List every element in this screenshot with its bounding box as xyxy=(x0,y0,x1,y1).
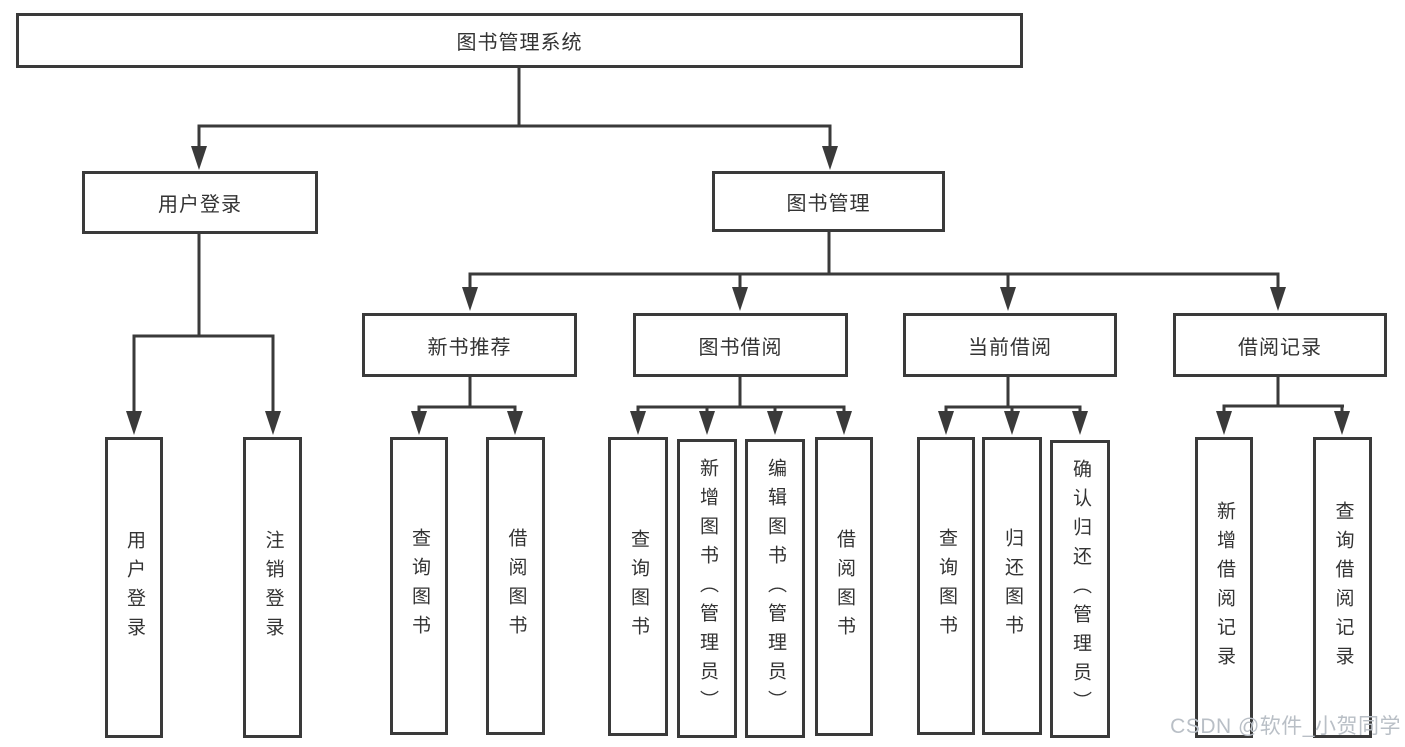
leaf-label: 注销登录 xyxy=(262,529,284,646)
node-label: 用户登录 xyxy=(158,194,242,216)
leaf-label: 用户登录 xyxy=(123,529,145,646)
node-library-management-system: 图书管理系统 xyxy=(16,13,1023,68)
leaf-edit-books-admin: 编辑图书（管理员） xyxy=(745,439,805,738)
node-label: 当前借阅 xyxy=(968,336,1052,359)
leaf-borrow-books-recommend: 借阅图书 xyxy=(486,437,545,735)
node-current-borrowing: 当前借阅 xyxy=(903,313,1117,377)
leaf-query-borrowing-record: 查询借阅记录 xyxy=(1313,437,1372,738)
arrowheads xyxy=(126,146,1350,435)
node-label: 图书管理系统 xyxy=(456,32,583,54)
leaf-logout: 注销登录 xyxy=(243,437,302,738)
leaf-query-books-current: 查询图书 xyxy=(917,437,975,735)
leaf-label: 查询图书 xyxy=(408,528,430,644)
leaf-label: 归还图书 xyxy=(1001,528,1023,644)
node-label: 图书管理 xyxy=(786,193,871,215)
leaf-label: 新增借阅记录 xyxy=(1213,500,1235,675)
leaf-label: 借阅图书 xyxy=(505,528,527,644)
leaf-query-books-borrowing: 查询图书 xyxy=(608,437,668,736)
leaf-label: 新增图书（管理员） xyxy=(696,458,718,719)
leaf-label: 确认归还（管理员） xyxy=(1069,458,1091,720)
leaf-add-borrowing-record: 新增借阅记录 xyxy=(1195,437,1253,738)
node-label: 借阅记录 xyxy=(1238,336,1322,359)
leaf-label: 查询图书 xyxy=(627,528,649,645)
node-book-borrowing: 图书借阅 xyxy=(633,313,848,377)
leaf-label: 查询借阅记录 xyxy=(1332,500,1354,675)
leaf-user-login: 用户登录 xyxy=(105,437,163,738)
node-book-management: 图书管理 xyxy=(712,171,945,232)
leaf-label: 查询图书 xyxy=(935,528,957,644)
leaf-query-books-recommend: 查询图书 xyxy=(390,437,448,735)
node-user-login: 用户登录 xyxy=(82,171,318,234)
leaf-confirm-return-admin: 确认归还（管理员） xyxy=(1050,440,1110,738)
leaf-label: 编辑图书（管理员） xyxy=(764,458,786,719)
leaf-label: 借阅图书 xyxy=(833,528,855,645)
node-label: 新书推荐 xyxy=(427,336,512,359)
node-new-book-recommendation: 新书推荐 xyxy=(362,313,577,377)
leaf-borrow-books-borrowing: 借阅图书 xyxy=(815,437,873,736)
leaf-return-books: 归还图书 xyxy=(982,437,1042,735)
node-borrowing-records: 借阅记录 xyxy=(1173,313,1387,377)
node-label: 图书借阅 xyxy=(698,336,783,359)
leaf-add-books-admin: 新增图书（管理员） xyxy=(677,439,737,738)
